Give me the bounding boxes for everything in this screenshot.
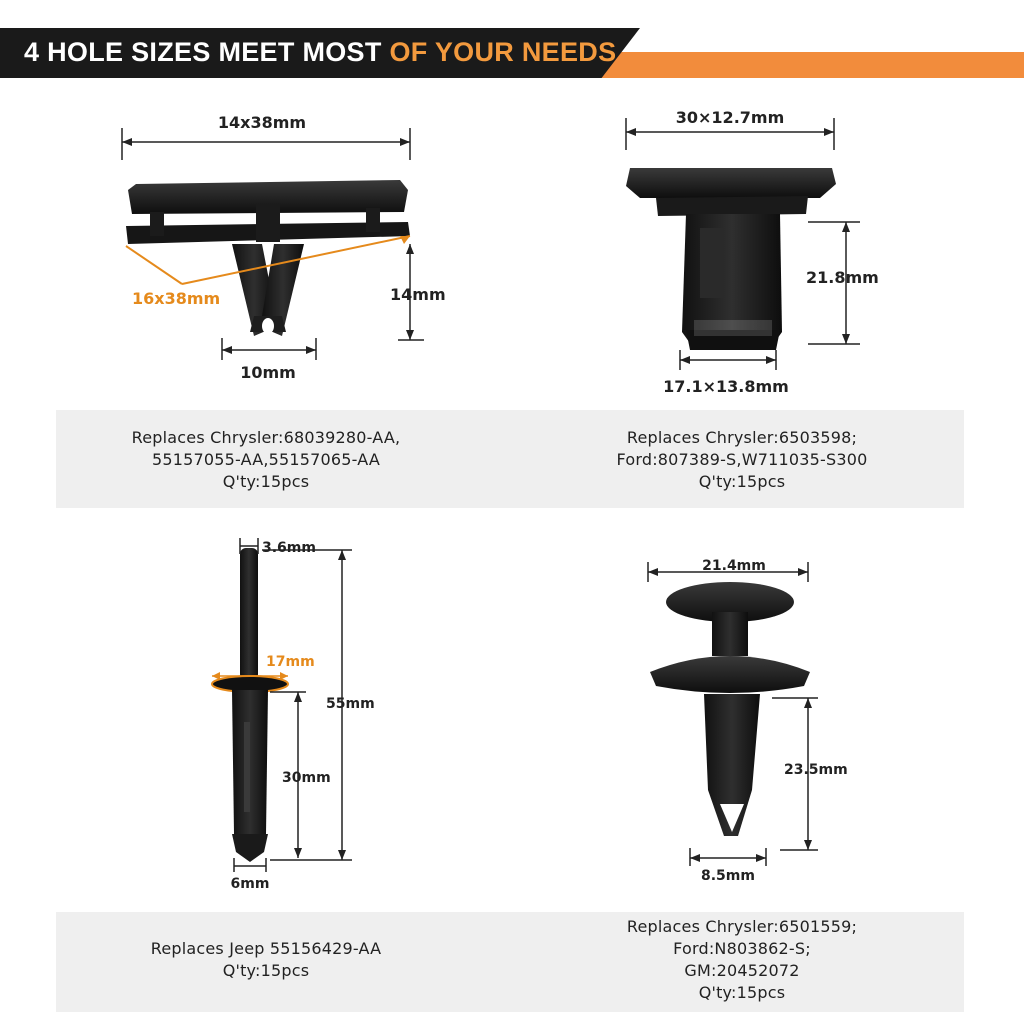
clip-4-head-label: 21.4mm <box>702 558 766 574</box>
caption-line: Replaces Jeep 55156429-AA <box>150 939 382 958</box>
banner-orange-stripe <box>596 52 1024 78</box>
banner-title-accent: OF YOUR NEEDS <box>389 37 617 67</box>
banner-title-main: 4 HOLE SIZES MEET MOST <box>24 37 390 67</box>
caption-line: Replaces Chrysler:68039280-AA, <box>131 428 401 447</box>
clip-4-tip-label: 8.5mm <box>701 868 755 884</box>
clip-3-collar-label: 17mm <box>266 654 315 670</box>
clip-1-width-label: 14x38mm <box>218 113 306 132</box>
clip-3-tip-label: 6mm <box>231 876 270 892</box>
caption-line: Ford:N803862-S; <box>673 939 811 958</box>
clip-4-shank-label: 23.5mm <box>784 762 848 778</box>
clip-1-height-label: 14mm <box>390 285 446 304</box>
clip-1-tip-label: 10mm <box>240 363 296 382</box>
caption-line: GM:20452072 <box>684 961 800 980</box>
caption-line: 55157055-AA,55157065-AA <box>151 450 381 469</box>
caption-clip-4: Replaces Chrysler:6501559; Ford:N803862-… <box>542 916 942 1004</box>
caption-line: Ford:807389-S,W711035-S300 <box>616 450 868 469</box>
clip-1-inner-label: 16x38mm <box>132 289 220 308</box>
clip-4-figure: 21.4mm 23.5mm 8.5mm <box>647 558 848 884</box>
clip-2-figure: 30×12.7mm 21.8mm 17.1×13.8mm <box>625 108 879 396</box>
clip-2-height-label: 21.8mm <box>806 268 879 287</box>
caption-band-top <box>56 410 964 508</box>
banner-title: 4 HOLE SIZES MEET MOST OF YOUR NEEDS <box>24 37 616 68</box>
caption-line: Replaces Chrysler:6503598; <box>626 428 858 447</box>
clip-1-figure: 14x38mm 16x38mm 14mm 10mm <box>121 113 446 382</box>
clip-2-base-label: 17.1×13.8mm <box>663 377 789 396</box>
caption-band-bottom <box>56 912 964 1012</box>
clip-2-width-label: 30×12.7mm <box>676 108 785 127</box>
clip-3-top-label: 3.6mm <box>262 540 316 556</box>
caption-line: Q'ty:15pcs <box>222 472 310 491</box>
caption-line: Q'ty:15pcs <box>698 472 786 491</box>
caption-line: Replaces Chrysler:6501559; <box>626 917 858 936</box>
caption-line: Q'ty:15pcs <box>222 961 310 980</box>
caption-clip-2: Replaces Chrysler:6503598; Ford:807389-S… <box>542 427 942 493</box>
caption-clip-1: Replaces Chrysler:68039280-AA, 55157055-… <box>66 427 466 493</box>
caption-line: Q'ty:15pcs <box>698 983 786 1002</box>
banner-dark-block <box>0 28 640 78</box>
clip-3-shank-label: 30mm <box>282 770 331 786</box>
clip-3-figure: 3.6mm 17mm 55mm 30mm 6mm <box>211 538 375 892</box>
clip-3-length-label: 55mm <box>326 696 375 712</box>
header-banner: 4 HOLE SIZES MEET MOST OF YOUR NEEDS <box>0 0 1024 80</box>
caption-clip-3: Replaces Jeep 55156429-AA Q'ty:15pcs <box>66 938 466 982</box>
